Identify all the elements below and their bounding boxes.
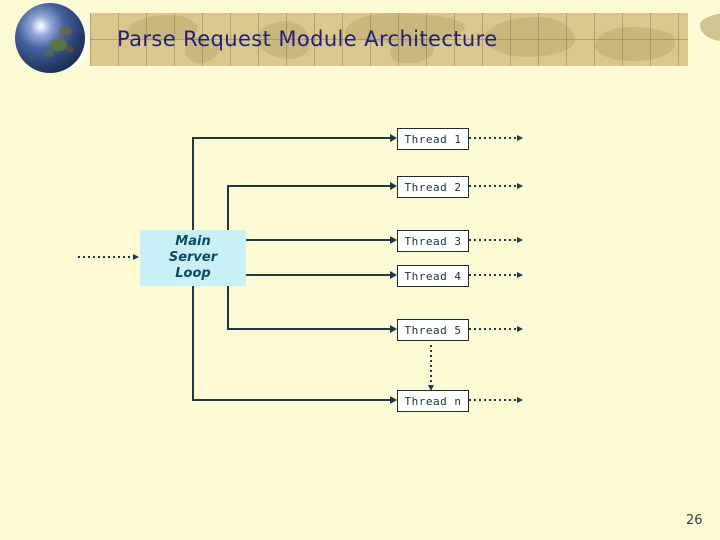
output-arrowhead-icon bbox=[517, 397, 523, 403]
thread-box-5: Thread 5 bbox=[397, 319, 469, 341]
output-arrowhead-icon bbox=[517, 135, 523, 141]
connector-thread-2 bbox=[227, 185, 229, 230]
thread-label: Thread n bbox=[404, 394, 462, 408]
thread-box-3: Thread 3 bbox=[397, 230, 469, 252]
thread-box-2: Thread 2 bbox=[397, 176, 469, 198]
page-number: 26 bbox=[686, 513, 703, 528]
output-dotted-arrow bbox=[469, 274, 517, 276]
thread-label: Thread 3 bbox=[404, 234, 462, 248]
connector-thread-3 bbox=[246, 239, 390, 241]
main-box-line: Main bbox=[175, 234, 211, 249]
page-title: Parse Request Module Architecture bbox=[117, 27, 498, 51]
output-arrowhead-icon bbox=[517, 237, 523, 243]
globe-icon bbox=[15, 3, 85, 73]
arrowhead-icon bbox=[390, 236, 397, 244]
connector-thread-4 bbox=[246, 274, 390, 276]
thread-label: Thread 4 bbox=[404, 269, 462, 283]
output-arrowhead-icon bbox=[517, 326, 523, 332]
thread-label: Thread 5 bbox=[404, 323, 462, 337]
thread-box-1: Thread 1 bbox=[397, 128, 469, 150]
main-server-loop-box: Main Server Loop bbox=[140, 230, 246, 286]
output-dotted-arrow bbox=[469, 328, 517, 330]
map-pattern bbox=[485, 17, 575, 57]
main-box-line: Loop bbox=[175, 266, 211, 281]
output-arrowhead-icon bbox=[517, 183, 523, 189]
ellipsis-arrowhead-icon bbox=[428, 385, 434, 391]
arrowhead-icon bbox=[390, 182, 397, 190]
connector-thread-2 bbox=[227, 185, 390, 187]
thread-box-n: Thread n bbox=[397, 390, 469, 412]
map-pattern bbox=[595, 27, 675, 61]
thread-label: Thread 2 bbox=[404, 180, 462, 194]
thread-box-4: Thread 4 bbox=[397, 265, 469, 287]
map-pattern bbox=[700, 13, 720, 41]
connector-thread-1 bbox=[192, 137, 194, 230]
output-dotted-arrow bbox=[469, 137, 517, 139]
connector-thread-5 bbox=[227, 286, 229, 330]
main-box-line: Server bbox=[168, 250, 218, 265]
ellipsis-dotted-line bbox=[430, 345, 432, 385]
thread-label: Thread 1 bbox=[404, 132, 462, 146]
connector-thread-n bbox=[192, 286, 194, 401]
output-arrowhead-icon bbox=[517, 272, 523, 278]
input-dotted-arrow bbox=[78, 256, 133, 258]
arrowhead-icon bbox=[390, 271, 397, 279]
output-dotted-arrow bbox=[469, 399, 517, 401]
input-arrowhead-icon bbox=[133, 254, 139, 260]
arrowhead-icon bbox=[390, 325, 397, 333]
output-dotted-arrow bbox=[469, 185, 517, 187]
arrowhead-icon bbox=[390, 396, 397, 404]
connector-thread-1 bbox=[192, 137, 390, 139]
output-dotted-arrow bbox=[469, 239, 517, 241]
connector-thread-n bbox=[192, 399, 390, 401]
connector-thread-5 bbox=[227, 328, 390, 330]
arrowhead-icon bbox=[390, 134, 397, 142]
header-banner bbox=[90, 13, 720, 66]
